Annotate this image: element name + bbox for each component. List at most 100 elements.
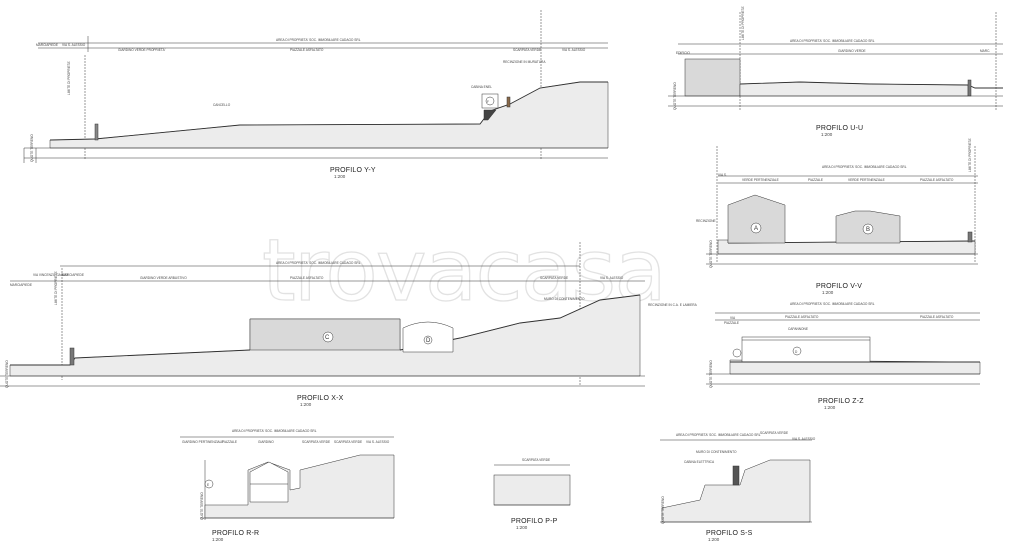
property-limit-label: LIMITE DI PROPRIETA' — [741, 6, 745, 40]
area-label: AREA DI PROPRIETA' SOC. IMMOBILIARE CADA… — [232, 429, 317, 433]
profile-title: PROFILO V-V — [816, 283, 862, 290]
misc-label: CANCELLO — [213, 103, 231, 107]
wall — [967, 79, 972, 97]
retaining-wall — [732, 465, 740, 486]
area-label: AREA DI PROPRIETA' SOC. IMMOBILIARE CADA… — [276, 261, 361, 265]
node-circle — [204, 479, 214, 489]
misc-label: MURO DI CONTENIMENTO — [544, 297, 585, 301]
zone-label: VIA S. ALESSIO — [366, 440, 390, 444]
zone-label: PIAZZALE ASFALTATO — [290, 48, 324, 52]
area-label: AREA DI PROPRIETA' SOC. IMMOBILIARE CADA… — [790, 39, 875, 43]
zone-label: MARC. — [980, 49, 990, 53]
node-letter: E — [207, 483, 209, 487]
zone-label: SCARPATA VERDE — [540, 276, 568, 280]
area-label: AREA DI PROPRIETA' SOC. IMMOBILIARE CADA… — [790, 302, 875, 306]
side-label: QUOTE TERRENO — [5, 360, 9, 388]
profile-rr — [180, 436, 395, 520]
profile-xx — [0, 242, 645, 387]
zone-label: VIA S. ALESSIO — [562, 48, 586, 52]
building-letter: C — [325, 335, 330, 341]
side-label: QUOTE TERRENO — [709, 240, 713, 268]
profile-title: PROFILO Z-Z — [818, 398, 864, 405]
profile-title: PROFILO R-R — [212, 530, 259, 537]
cancello-post — [94, 123, 99, 141]
node-circle — [750, 222, 762, 234]
profile-title: PROFILO Y-Y — [330, 167, 376, 174]
profile-scale: 1:200 — [824, 405, 836, 410]
recinzione — [506, 96, 511, 108]
node-circle — [423, 335, 433, 345]
profile-pp — [493, 464, 571, 506]
side-label: QUOTE TERRENO — [673, 82, 677, 110]
zone-label: SCARPATA VERDE — [760, 431, 788, 435]
side-label: QUOTE TERRENO — [661, 496, 665, 524]
misc-label: CABINA ELETTRICA — [684, 460, 715, 464]
misc-label: RECINZIONE — [696, 219, 716, 223]
side-label: QUOTE TERRENO — [200, 492, 204, 520]
retaining-wall — [69, 347, 75, 366]
terrain-section — [493, 474, 571, 506]
profile-title: PROFILO U-U — [816, 125, 863, 132]
profile-scale: 1:200 — [708, 537, 720, 542]
retaining-wall — [483, 109, 497, 121]
profile-scale: 1:200 — [822, 290, 834, 295]
profile-vv — [706, 146, 978, 265]
zone-label: VIA S. ALESSIO — [600, 276, 624, 280]
zone-label: PIAZZALE — [724, 321, 739, 325]
profile-title: PROFILO X-X — [297, 395, 344, 402]
zone-label: PIAZZALE ASFALTATO — [785, 315, 819, 319]
building-block — [684, 58, 741, 97]
profile-scale: 1:200 — [334, 174, 346, 179]
node-circle — [485, 96, 495, 106]
profile-ss — [660, 439, 812, 523]
zone-label: GIARDINO VERDE ARBUSTIVO — [140, 276, 187, 280]
profile-title: PROFILO S-S — [706, 530, 753, 537]
property-limit-label: LIMITE DI PROPRIETA' — [67, 61, 71, 95]
node-circle — [732, 348, 742, 358]
misc-label: MURO DI CONTENIMENTO — [696, 450, 737, 454]
zone-label: MARCIAPIEDE — [36, 43, 58, 47]
capannone — [741, 336, 871, 363]
zone-label: SCARPATA VERDE — [334, 440, 362, 444]
misc-label: RECINZIONE IN C.A. E LAMIERA — [648, 303, 698, 307]
node-letter: D — [795, 350, 798, 354]
zone-label: VIA — [730, 316, 736, 320]
profile-uu — [668, 12, 1003, 110]
zone-label: PIAZZALE ASFALTATO — [920, 178, 954, 182]
area-label: SCARPATA VERDE — [522, 458, 550, 462]
wall — [967, 231, 973, 243]
building-letter: A — [754, 226, 758, 232]
profile-title: PROFILO P-P — [511, 518, 558, 525]
zone-label: VERDE PERTINENZIALE — [742, 178, 779, 182]
terrain-section — [739, 81, 969, 97]
zone-label: EDIFICIO — [676, 51, 690, 55]
area-label: AREA DI PROPRIETA' SOC. IMMOBILIARE CADA… — [822, 165, 907, 169]
zone-label: MARCIAPIEDE — [62, 273, 84, 277]
profile-scale: 1:200 — [212, 537, 224, 542]
building-letter: B — [866, 227, 870, 233]
terrain-section — [204, 454, 395, 519]
zone-label: PIAZZALE ASFALTATO — [290, 276, 324, 280]
profile-yy — [23, 10, 609, 163]
misc-label: RECINZIONE IN MURATURA — [503, 60, 546, 64]
side-label: QUOTE TERRENO — [30, 134, 34, 162]
property-limit-label: LIMITE DI PROPRIETA' — [968, 138, 972, 172]
property-limit-label: LIMITE DI PROPRIETA' — [54, 271, 58, 305]
area-label: AREA DI PROPRIETA' SOC. IMMOBILIARE CADA… — [676, 433, 761, 437]
profile-scale: 1:200 — [516, 525, 528, 530]
building-a — [727, 194, 786, 244]
zone-label: MARCIAPIEDE — [10, 283, 32, 287]
area-label: AREA DI PROPRIETA' SOC. IMMOBILIARE CADA… — [276, 38, 361, 42]
zone-label: VERDE PERTINENZIALE — [848, 178, 885, 182]
building-letter: D — [426, 338, 431, 344]
misc-label: CABINA ENEL — [471, 85, 492, 89]
zone-label: PIAZZALE — [222, 440, 237, 444]
zone-label: GIARDINO PERTINENZIALE — [182, 440, 224, 444]
zone-label: VIA S. ALESSIO — [62, 43, 86, 47]
zone-label: GIARDINO — [258, 440, 274, 444]
misc-label: CAPANNONE — [788, 327, 808, 331]
profile-scale: 1:200 — [300, 402, 312, 407]
node-letter: F — [487, 100, 489, 104]
house-section — [249, 461, 289, 503]
profile-zz — [706, 312, 981, 385]
